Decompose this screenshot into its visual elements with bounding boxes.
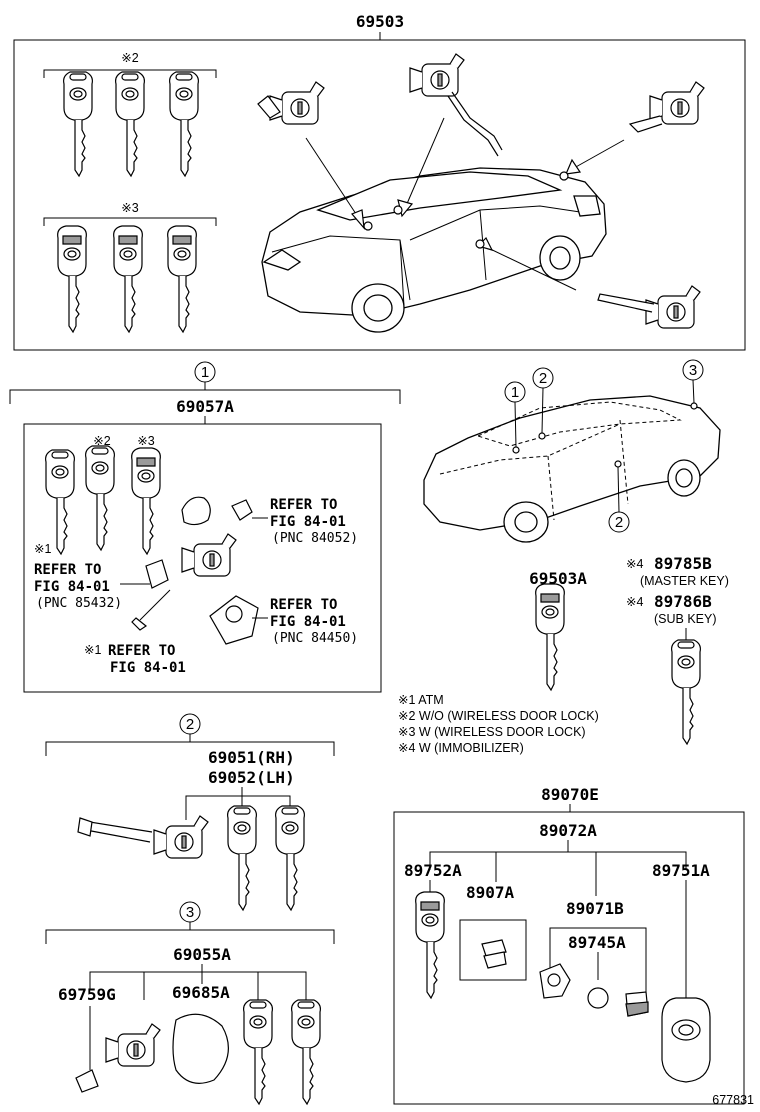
note-line: ※4 W (IMMOBILIZER) xyxy=(398,741,524,755)
remote-key-icon xyxy=(113,225,143,333)
trunk-cylinder-part xyxy=(105,1023,161,1067)
mark-3: ※3 xyxy=(137,434,154,448)
group-mark-3: ※3 xyxy=(121,201,138,215)
key-icon xyxy=(243,999,273,1105)
locator-car: 1 2 3 2 xyxy=(423,359,721,543)
part-number-89072A[interactable]: 89072A xyxy=(539,821,597,840)
part-number-69759G[interactable]: 69759G xyxy=(58,985,116,1004)
refer-fig-text: FIG 84-01 xyxy=(270,614,346,630)
part-number-89071B[interactable]: 89071B xyxy=(566,899,624,918)
refer-pnc-text: (PNC 84450) xyxy=(272,631,358,646)
refer-fig-text: FIG 84-01 xyxy=(270,514,346,530)
part-number-69052[interactable]: 69052(LH) xyxy=(208,768,295,787)
refer-fig-text: REFER TO xyxy=(34,562,101,578)
trunk-lock-part xyxy=(628,81,705,133)
figure-id: 677831 xyxy=(712,1093,754,1107)
master-key-label: (MASTER KEY) xyxy=(640,574,729,588)
battery-icon xyxy=(587,987,609,1009)
part-number-69051[interactable]: 69051(RH) xyxy=(208,748,295,767)
key-icon xyxy=(114,71,145,177)
key-icon xyxy=(169,71,199,177)
remote-key-icon xyxy=(167,225,197,333)
ignition-switch-part xyxy=(131,496,259,645)
mark-4: ※4 xyxy=(626,557,643,571)
immobilizer-keys: 69503A ※4 89785B (MASTER KEY) ※4 89786B … xyxy=(529,554,729,745)
part-number-89070E[interactable]: 89070E xyxy=(541,785,599,804)
section-2-door-lock: 2 69051(RH) 69052(LH) xyxy=(45,713,335,911)
section-1-frame xyxy=(23,423,382,693)
remote-key-icon xyxy=(535,583,565,691)
door-lock-cylinder-part xyxy=(77,815,209,859)
part-number-8907A[interactable]: 8907A xyxy=(466,883,515,902)
refer-fig-text: REFER TO xyxy=(270,497,337,513)
locator-callout-1: 1 xyxy=(511,384,519,401)
mark-1: ※1 xyxy=(84,643,101,657)
steering-lock-part xyxy=(409,53,503,157)
section-3-trunk-lock: 3 69055A 69759G 69685A xyxy=(45,901,335,1105)
key-icon xyxy=(62,71,94,177)
transponder-frame xyxy=(393,811,745,1105)
mark-4: ※4 xyxy=(626,595,643,609)
part-number-69503[interactable]: 69503 xyxy=(356,12,404,31)
note-line: ※2 W/O (WIRELESS DOOR LOCK) xyxy=(398,709,599,723)
part-number-69055A[interactable]: 69055A xyxy=(173,945,231,964)
part-number-89752A[interactable]: 89752A xyxy=(404,861,462,880)
transponder-kit: 89070E 89072A 89752A 8907A 89751A 89071B… xyxy=(393,785,745,1105)
part-number-69685A[interactable]: 69685A xyxy=(172,983,230,1002)
car-illustration xyxy=(261,167,607,333)
ignition-lock-part xyxy=(257,81,325,125)
key-icon xyxy=(670,639,702,745)
key-icon xyxy=(275,805,305,911)
legend-notes: ※1 ATM ※2 W/O (WIRELESS DOOR LOCK) ※3 W … xyxy=(398,693,599,755)
mark-1: ※1 xyxy=(34,542,51,556)
refer-fig-text: FIG 84-01 xyxy=(110,660,186,676)
part-number-69503A[interactable]: 69503A xyxy=(529,569,587,588)
refer-fig-text: REFER TO xyxy=(270,597,337,613)
refer-fig-text: FIG 84-01 xyxy=(34,579,110,595)
locator-callout-2: 2 xyxy=(539,370,547,387)
part-number-69057A[interactable]: 69057A xyxy=(176,397,234,416)
locator-callout-3: 3 xyxy=(689,362,697,379)
key-icon xyxy=(291,999,321,1105)
refer-fig-text: REFER TO xyxy=(108,643,175,659)
mark-2: ※2 xyxy=(93,434,110,448)
part-number-89785B[interactable]: 89785B xyxy=(654,554,712,573)
note-line: ※3 W (WIRELESS DOOR LOCK) xyxy=(398,725,586,739)
group-mark-2: ※2 xyxy=(121,51,138,65)
transponder-chip-box xyxy=(459,919,527,981)
section-2-label: 2 xyxy=(186,716,194,733)
section-3-label: 3 xyxy=(186,904,194,921)
section-1-label: 1 xyxy=(201,364,209,381)
key-icon xyxy=(84,445,116,551)
top-assembly: 69503 ※2 ※3 xyxy=(13,12,746,351)
door-lock-part xyxy=(597,285,701,329)
part-number-89786B[interactable]: 89786B xyxy=(654,592,712,611)
remote-key-icon xyxy=(57,225,87,333)
refer-pnc-text: (PNC 85432) xyxy=(36,596,122,611)
remote-key-icon xyxy=(131,447,161,555)
gasket-part xyxy=(172,1013,229,1084)
part-number-89745A[interactable]: 89745A xyxy=(568,933,626,952)
refer-pnc-text: (PNC 84052) xyxy=(272,531,358,546)
remote-key-icon xyxy=(415,891,445,999)
top-assembly-frame xyxy=(13,39,746,351)
locator-callout-2b: 2 xyxy=(615,514,623,531)
note-line: ※1 ATM xyxy=(398,693,444,707)
key-icon xyxy=(227,805,257,911)
sub-key-label: (SUB KEY) xyxy=(654,612,717,626)
part-number-89751A[interactable]: 89751A xyxy=(652,861,710,880)
key-icon xyxy=(44,449,76,555)
section-1-ignition-set: 1 69057A ※2 ※3 REFER TO FIG 84-01 (PNC 8… xyxy=(9,361,401,693)
